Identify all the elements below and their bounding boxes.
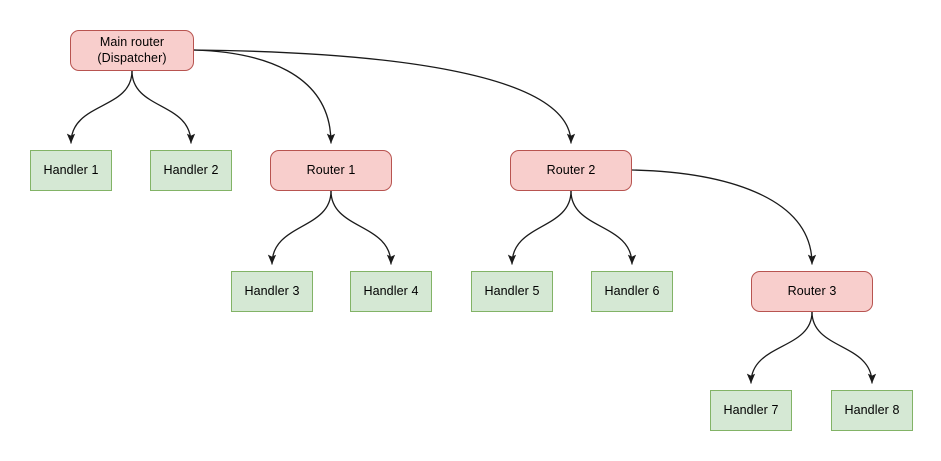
edge-router-1-to-handler-4 <box>330 190 396 265</box>
node-handler-1[interactable]: Handler 1 <box>30 150 112 191</box>
node-handler-4[interactable]: Handler 4 <box>350 271 432 312</box>
edge-main-to-router-1 <box>193 49 336 144</box>
edge-main-to-handler-1 <box>66 70 133 144</box>
node-router-2[interactable]: Router 2 <box>510 150 632 191</box>
node-handler-6[interactable]: Handler 6 <box>591 271 673 312</box>
edge-router-3-to-handler-8 <box>811 311 877 384</box>
edge-router-1-to-handler-3 <box>267 190 332 265</box>
edge-router-2-to-router-3 <box>631 169 817 265</box>
node-router-3[interactable]: Router 3 <box>751 271 873 312</box>
edges-group <box>66 49 877 384</box>
edge-router-3-to-handler-7 <box>746 311 813 384</box>
node-handler-2[interactable]: Handler 2 <box>150 150 232 191</box>
node-handler-3[interactable]: Handler 3 <box>231 271 313 312</box>
edge-router-2-to-handler-5 <box>507 190 572 265</box>
edge-router-2-to-handler-6 <box>570 190 637 265</box>
edge-main-to-router-2 <box>193 49 576 144</box>
node-main-router[interactable]: Main router (Dispatcher) <box>70 30 194 71</box>
node-handler-7[interactable]: Handler 7 <box>710 390 792 431</box>
node-handler-5[interactable]: Handler 5 <box>471 271 553 312</box>
edge-main-to-handler-2 <box>131 70 196 144</box>
node-handler-8[interactable]: Handler 8 <box>831 390 913 431</box>
node-router-1[interactable]: Router 1 <box>270 150 392 191</box>
